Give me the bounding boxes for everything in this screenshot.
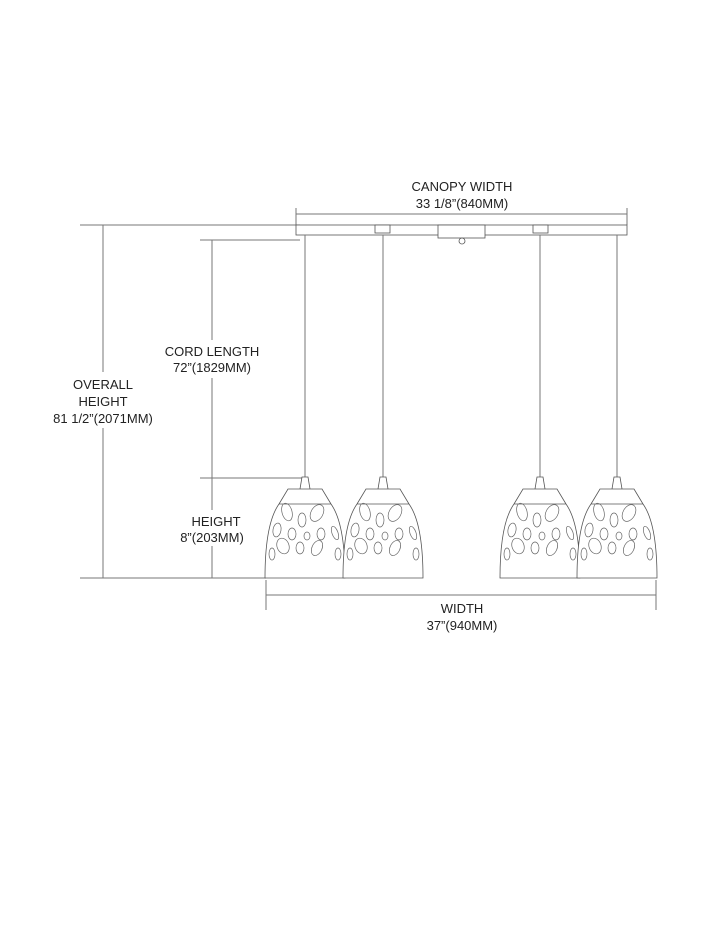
pendant-2	[342, 235, 424, 579]
pendant-1	[264, 235, 346, 579]
shade-hole	[599, 527, 609, 541]
shade-hole	[272, 522, 282, 538]
glass-shade	[264, 476, 346, 579]
shade-hole	[359, 502, 371, 522]
shade-hole	[309, 504, 325, 522]
shade-hole	[593, 502, 605, 522]
shade-hole	[507, 522, 517, 538]
shade-hole	[346, 547, 354, 561]
shade-hole	[350, 522, 360, 538]
shade-hole	[394, 527, 404, 541]
shade-hole	[373, 541, 383, 555]
shade-hole	[334, 547, 342, 561]
shade-hole	[276, 537, 290, 555]
shade-hole	[615, 531, 623, 541]
shade-hole	[365, 527, 375, 541]
shade-hole	[381, 531, 389, 541]
cord-length-value: 72”(1829MM)	[173, 360, 251, 375]
shade-hole	[303, 531, 311, 541]
pendants	[264, 235, 658, 579]
shade-hole	[330, 525, 340, 541]
shade-hole	[297, 512, 307, 528]
canopy	[295, 224, 628, 245]
shade-hole	[511, 537, 525, 555]
cord-length-title: CORD LENGTH	[165, 344, 260, 359]
width-title: WIDTH	[441, 601, 484, 616]
shade-hole	[569, 547, 577, 561]
shade-hole	[388, 540, 402, 556]
shade-hole	[545, 540, 559, 556]
pendant-4	[576, 235, 658, 579]
shade-hole	[503, 547, 511, 561]
shade-hole	[354, 537, 368, 555]
shade-hole	[532, 512, 542, 528]
height-title: HEIGHT	[191, 514, 240, 529]
shade-hole	[295, 541, 305, 555]
shade-hole	[516, 502, 528, 522]
shade-hole	[607, 541, 617, 555]
shade-hole	[628, 527, 638, 541]
shade-hole	[609, 512, 619, 528]
shade-hole	[584, 522, 594, 538]
height-value: 8”(203MM)	[180, 530, 244, 545]
canopy-width-title: CANOPY WIDTH	[412, 179, 513, 194]
shade-hole	[268, 547, 276, 561]
canopy-width-value: 33 1/8”(840MM)	[416, 196, 508, 211]
shade-hole	[646, 547, 654, 561]
shade-hole	[408, 525, 418, 541]
overall-height-value: 81 1/2”(2071MM)	[53, 411, 153, 426]
dimension-lines	[80, 208, 657, 610]
shade-hole	[538, 531, 546, 541]
glass-shade	[342, 476, 424, 579]
shade-hole	[375, 512, 385, 528]
shade-hole	[551, 527, 561, 541]
shade-hole	[588, 537, 602, 555]
shade-hole	[580, 547, 588, 561]
glass-shade	[499, 476, 581, 579]
width-value: 37”(940MM)	[427, 618, 498, 633]
glass-shade	[576, 476, 658, 579]
shade-hole	[565, 525, 575, 541]
shade-hole	[387, 504, 403, 522]
overall-height-title-2: HEIGHT	[78, 394, 127, 409]
shade-hole	[522, 527, 532, 541]
shade-hole	[530, 541, 540, 555]
shade-hole	[642, 525, 652, 541]
shade-hole	[316, 527, 326, 541]
overall-height-title-1: OVERALL	[73, 377, 133, 392]
shade-hole	[622, 540, 636, 556]
pendant-3	[499, 235, 581, 579]
shade-hole	[287, 527, 297, 541]
shade-hole	[621, 504, 637, 522]
shade-hole	[544, 504, 560, 522]
shade-hole	[281, 502, 293, 522]
shade-hole	[310, 540, 324, 556]
shade-hole	[412, 547, 420, 561]
